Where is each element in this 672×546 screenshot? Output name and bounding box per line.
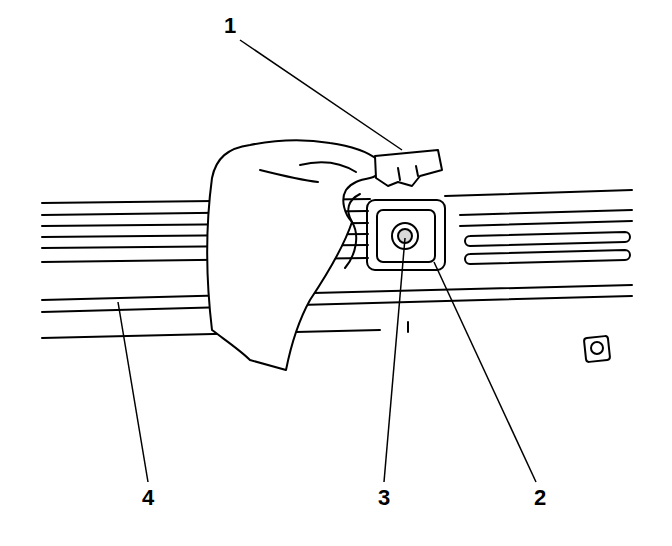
callout-number: 3 <box>377 487 391 509</box>
finger-crease <box>260 170 318 182</box>
panel-edge <box>445 190 632 196</box>
finger-crease <box>300 162 356 172</box>
finger-line <box>345 222 356 268</box>
hand <box>207 140 381 370</box>
panel-joint <box>407 322 409 332</box>
leader-line <box>240 40 402 150</box>
recess-inner <box>377 210 435 262</box>
panel-rib <box>460 210 632 215</box>
clip-screw <box>591 342 603 354</box>
cap <box>375 150 442 186</box>
panel-rib <box>460 221 632 226</box>
panel-edge <box>42 296 632 312</box>
finger-tip <box>348 194 360 222</box>
clip <box>584 336 610 362</box>
callout-number: 2 <box>533 487 547 509</box>
cap-detail <box>398 166 418 180</box>
leader-line <box>434 262 536 482</box>
recess <box>367 200 445 270</box>
panel-edge <box>42 330 380 338</box>
leader-line <box>118 302 148 482</box>
callout-number: 1 <box>223 15 237 37</box>
leader-line <box>384 238 405 482</box>
callout-number: 4 <box>141 487 155 509</box>
panel-slot <box>465 250 630 264</box>
panel-slot <box>465 232 630 246</box>
